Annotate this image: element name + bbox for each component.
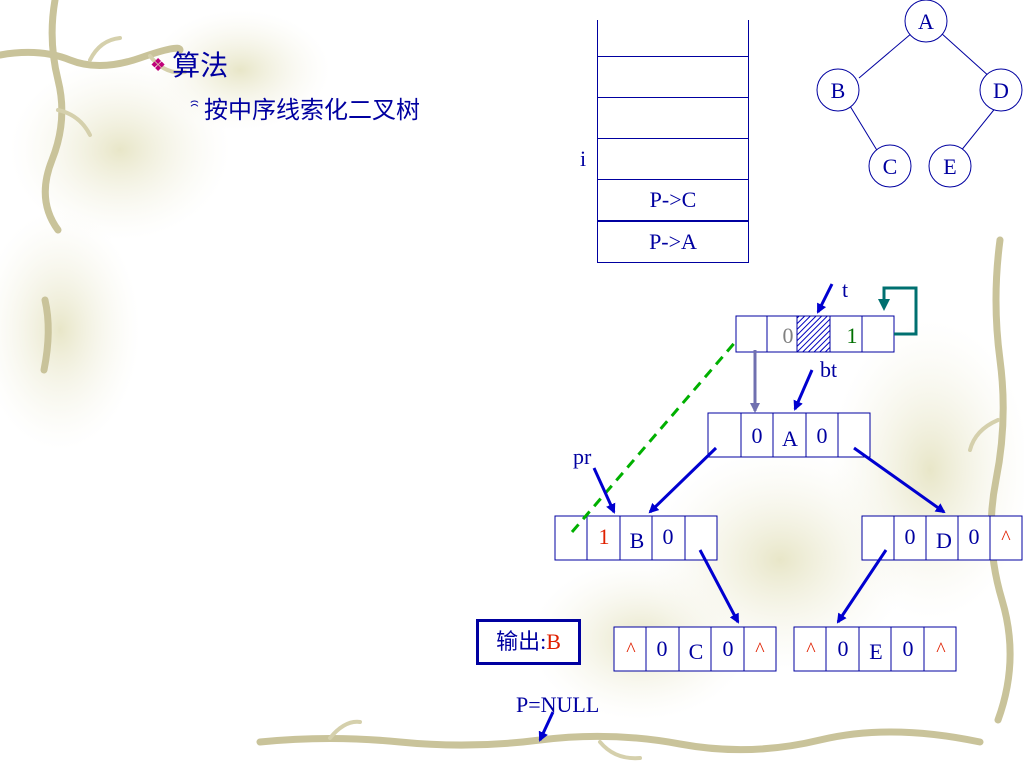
node-a-ltag: 0 bbox=[752, 423, 763, 448]
output-box: 输出:B bbox=[476, 619, 581, 665]
diamond-bullet-icon: ❖ bbox=[150, 55, 167, 75]
node-d: 0 D 0 ^ bbox=[861, 515, 1023, 561]
pointer-bt-label: bt bbox=[820, 357, 837, 382]
a-to-d-arrow bbox=[853, 446, 946, 514]
stack-pointer-i: i bbox=[580, 146, 587, 171]
p-null-status: P=NULL bbox=[516, 692, 600, 717]
small-tree bbox=[816, 0, 1023, 188]
node-e-data: E bbox=[869, 639, 882, 664]
tree-node-B: B bbox=[831, 78, 846, 103]
pointer-pr-label: pr bbox=[573, 444, 592, 469]
tree-node-D: D bbox=[993, 78, 1009, 103]
node-a-data: A bbox=[782, 426, 798, 451]
thread-b-to-head-dashed bbox=[570, 339, 739, 533]
pointer-p-null-arrow bbox=[538, 711, 555, 742]
node-e-ltag: 0 bbox=[838, 636, 849, 661]
bullet-inorder-text: 按中序线索化二叉树 bbox=[204, 98, 420, 124]
stack-cell: P->A bbox=[597, 221, 749, 263]
pointer-t-label: t bbox=[842, 277, 848, 302]
head-rtag: 1 bbox=[847, 323, 858, 348]
a-to-b-arrow bbox=[648, 446, 718, 514]
node-e: ^ 0 E 0 ^ bbox=[793, 626, 957, 672]
bullet-algorithm-text: 算法 bbox=[172, 51, 229, 82]
node-b: 1 B 0 bbox=[554, 515, 718, 561]
node-d-rtag: 0 bbox=[969, 524, 980, 549]
head-node: 0 1 bbox=[735, 315, 895, 353]
node-e-rchild-null: ^ bbox=[936, 639, 946, 661]
node-e-lchild-null: ^ bbox=[806, 639, 816, 661]
node-e-rtag: 0 bbox=[903, 636, 914, 661]
bullet-inorder-threading: ꩰ按中序线索化二叉树 bbox=[200, 90, 420, 128]
tree-node-C: C bbox=[883, 154, 898, 179]
tree-node-A: A bbox=[918, 9, 934, 34]
node-b-data: B bbox=[630, 528, 645, 553]
node-d-rchild-null: ^ bbox=[1001, 527, 1011, 549]
node-b-rtag: 0 bbox=[663, 524, 674, 549]
head-self-loop-arrow bbox=[878, 286, 918, 336]
node-c-rtag: 0 bbox=[723, 636, 734, 661]
node-a: 0 A 0 bbox=[707, 412, 871, 458]
bullet-algorithm: ❖算法 bbox=[150, 44, 228, 84]
pointer-bt-arrow bbox=[793, 369, 814, 411]
node-c-data: C bbox=[689, 639, 704, 664]
tree-node-E: E bbox=[943, 154, 956, 179]
pointer-pr-arrow bbox=[592, 467, 616, 514]
stack-cell: P->C bbox=[597, 179, 749, 221]
pointer-t-arrow bbox=[816, 283, 834, 314]
head-ltag: 0 bbox=[783, 323, 794, 348]
output-value: B bbox=[546, 629, 561, 654]
node-c-ltag: 0 bbox=[657, 636, 668, 661]
output-label: 输出: bbox=[496, 629, 547, 654]
node-c-rchild-null: ^ bbox=[755, 639, 765, 661]
b-to-c-arrow bbox=[698, 549, 740, 624]
node-d-ltag: 0 bbox=[905, 524, 916, 549]
node-a-rtag: 0 bbox=[817, 423, 828, 448]
d-to-e-arrow bbox=[836, 549, 888, 624]
stack: P->C P->A bbox=[597, 20, 749, 263]
node-b-ltag: 1 bbox=[599, 524, 610, 549]
node-d-data: D bbox=[936, 528, 952, 553]
node-c: ^ 0 C 0 ^ bbox=[613, 626, 777, 672]
node-c-lchild-null: ^ bbox=[626, 639, 636, 661]
